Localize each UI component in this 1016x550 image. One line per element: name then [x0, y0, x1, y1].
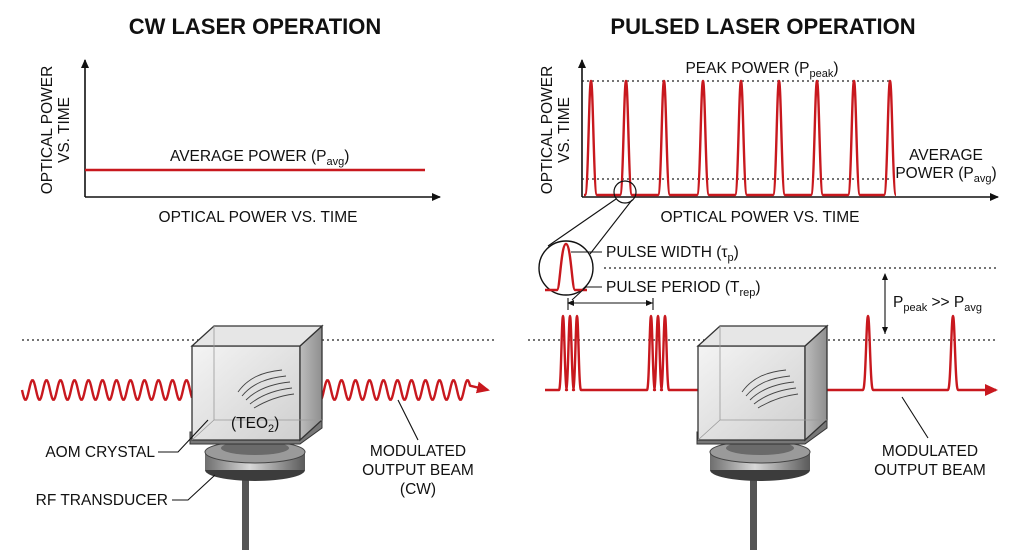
zoom-source-circle [613, 180, 637, 204]
cw-y-label-line1: OPTICAL POWER [39, 66, 56, 195]
cw-output-label-1: MODULATED [370, 443, 466, 460]
cw-output-wave [301, 379, 490, 401]
pulsed-output-label-1: MODULATED [882, 443, 978, 460]
cw-crystal-label: (TEO2) [231, 415, 279, 435]
cw-acoustic-wavefronts [237, 369, 295, 409]
pulse-width-label: PULSE WIDTH (τp) [606, 244, 739, 264]
pulsed-y-label-line1: OPTICAL POWER [539, 66, 556, 195]
cw-aom-device: (TEO2) [189, 324, 324, 550]
pulsed-input-beam [545, 314, 698, 392]
pulse-period-leader [571, 286, 602, 301]
peak-vs-avg-label: Ppeak >> Pavg [893, 294, 982, 314]
pulsed-heading: PULSED LASER OPERATION [610, 14, 915, 39]
zoom-line-left [547, 198, 617, 247]
cw-rf-leader [172, 474, 216, 501]
cw-output-label-3: (CW) [400, 481, 436, 498]
pulsed-output-label-2: OUTPUT BEAM [874, 462, 986, 479]
pulsed-output-beam [808, 314, 998, 396]
cw-y-label-line2: VS. TIME [56, 97, 73, 163]
cw-y-axis-label: OPTICAL POWER VS. TIME [39, 66, 73, 195]
cw-cable [242, 460, 249, 550]
cw-average-power-label: AVERAGE POWER (Pavg) [170, 148, 349, 168]
pulse-period-label: PULSE PERIOD (Trep) [606, 279, 761, 299]
cw-input-wave [20, 379, 194, 401]
pulsed-y-axis-label: OPTICAL POWER VS. TIME [539, 66, 573, 195]
pulsed-output-leader [901, 396, 929, 439]
cw-heading: CW LASER OPERATION [129, 14, 382, 39]
pulsed-acoustic-wavefronts [741, 369, 799, 409]
pulsed-aom-device [696, 324, 829, 550]
pulsed-pulse-train [583, 79, 898, 197]
cw-x-axis-label: OPTICAL POWER VS. TIME [159, 209, 358, 226]
cw-output-leader [397, 399, 419, 441]
pulsed-x-axis-label: OPTICAL POWER VS. TIME [661, 209, 860, 226]
pulsed-peak-label: PEAK POWER (Ppeak) [685, 60, 838, 80]
cw-aom-label: AOM CRYSTAL [45, 444, 155, 461]
cw-aom-leader [158, 419, 209, 453]
cw-output-label-2: OUTPUT BEAM [362, 462, 474, 479]
pulsed-cable [750, 460, 757, 550]
zoom-pulse [545, 242, 587, 292]
zoom-magnifier-circle [538, 240, 594, 296]
pulsed-avg-label-1: AVERAGE [909, 147, 983, 164]
pulsed-y-label-line2: VS. TIME [556, 97, 573, 163]
zoom-line-right [589, 199, 633, 255]
cw-rf-label: RF TRANSDUCER [36, 492, 168, 509]
pulsed-avg-label-2: POWER (Pavg) [895, 165, 996, 185]
